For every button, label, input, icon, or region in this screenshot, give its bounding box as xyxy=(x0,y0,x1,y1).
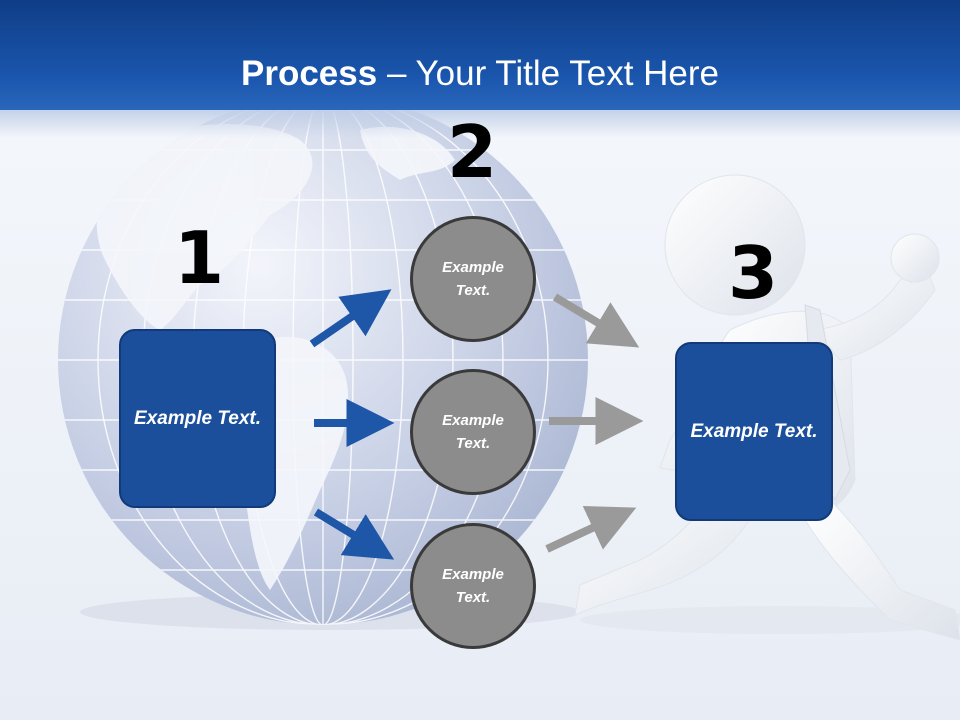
step-2-circle-top[interactable]: Example Text. xyxy=(410,216,536,342)
circle-bottom-text: Example Text. xyxy=(442,566,504,606)
step-2-circle-bottom[interactable]: Example Text. xyxy=(410,523,536,649)
header-fade xyxy=(0,110,960,138)
step-1-text: Example Text. xyxy=(133,408,262,429)
step-3-text: Example Text. xyxy=(690,421,818,442)
arrow-1-to-2a xyxy=(309,289,392,348)
circle-middle-text: Example Text. xyxy=(442,412,504,452)
slide-title: Process – Your Title Text Here xyxy=(0,52,960,96)
step-1-box[interactable]: Example Text. xyxy=(119,329,276,508)
arrow-2a-to-3 xyxy=(552,293,640,348)
header-bar xyxy=(0,0,960,110)
step-2-circle-middle[interactable]: Example Text. xyxy=(410,369,536,495)
title-bold: Process xyxy=(241,54,378,93)
step-number-3: 3 xyxy=(727,231,779,315)
arrow-1-to-2c xyxy=(313,508,395,560)
circle-top-text: Example Text. xyxy=(442,259,504,299)
arrow-2c-to-3 xyxy=(545,505,637,553)
step-number-1: 1 xyxy=(173,216,225,300)
step-3-box[interactable]: Example Text. xyxy=(675,342,833,521)
step-number-2: 2 xyxy=(446,110,498,194)
title-rest: – Your Title Text Here xyxy=(377,54,719,93)
